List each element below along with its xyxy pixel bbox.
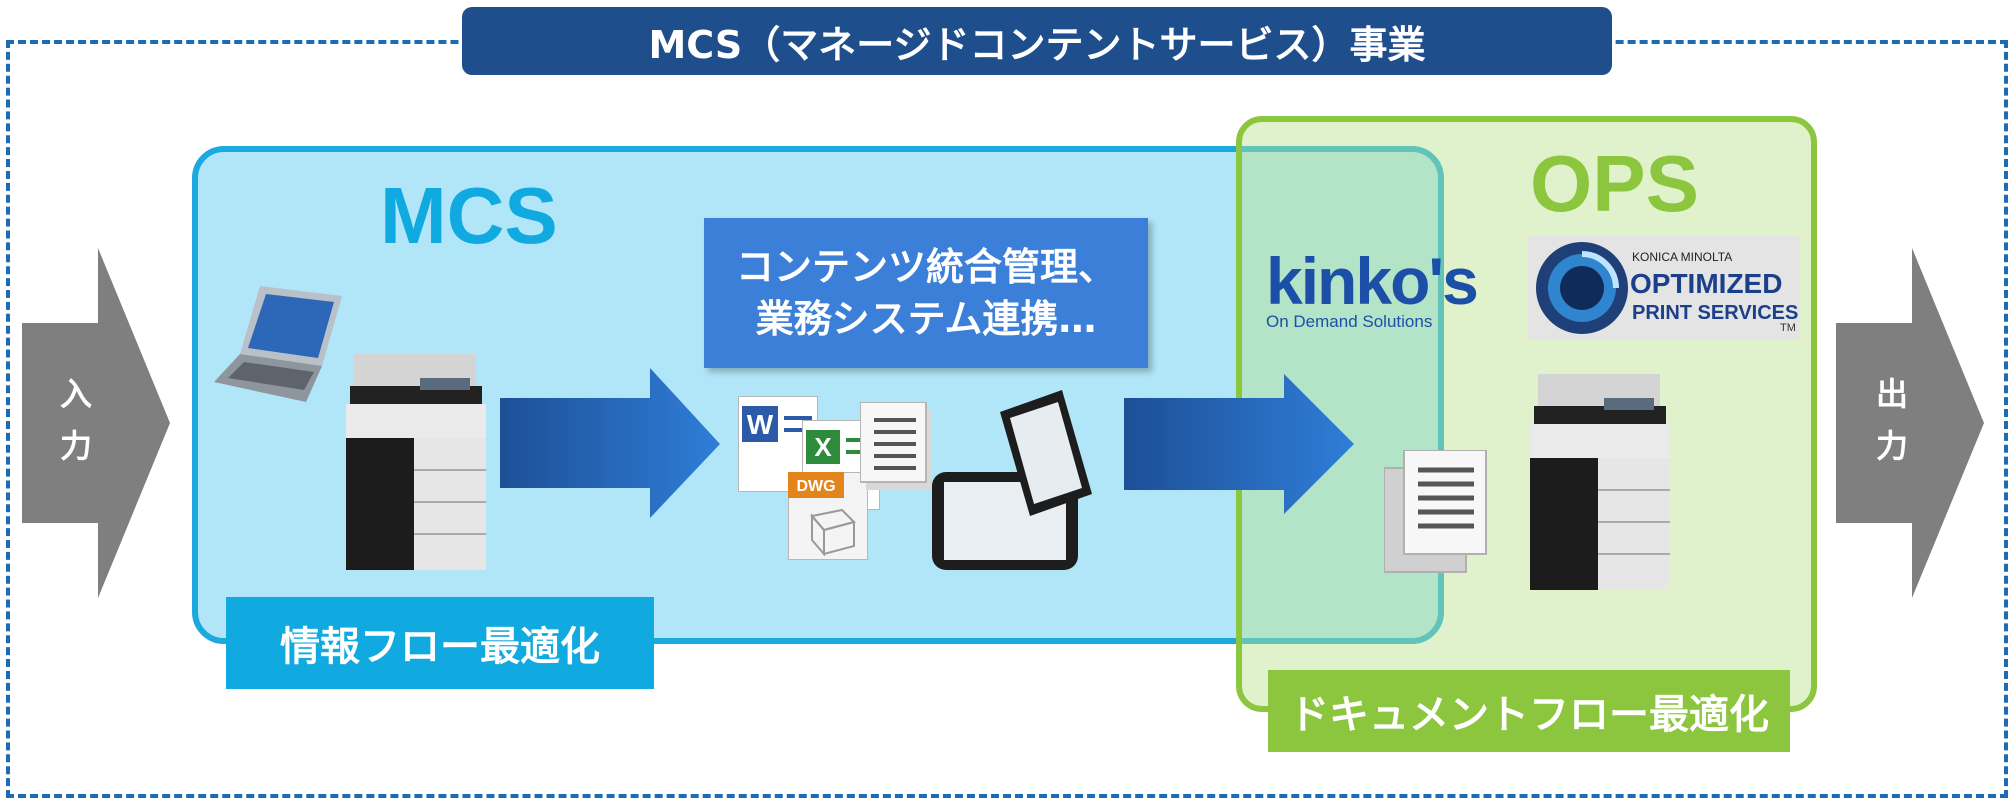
- ops-emblem-icon: [1536, 242, 1628, 334]
- input-label-char-2: 力: [59, 427, 92, 465]
- flow-arrow-1: [500, 368, 720, 518]
- input-arrow: [22, 248, 170, 598]
- input-label-char-1: 入: [59, 375, 92, 413]
- page-title: MCS（マネージドコンテントサービス）事業: [462, 7, 1612, 75]
- konica-optimized-text: OPTIMIZED: [1630, 268, 1783, 299]
- text-document-icon: [1384, 450, 1487, 573]
- content-integration-box: コンテンツ統合管理、 業務システム連携…: [704, 218, 1148, 368]
- input-label: 入 力: [36, 368, 116, 472]
- ops-heading: OPS: [1530, 139, 1699, 228]
- kinkos-logo: kinko's On Demand Solutions: [1266, 244, 1488, 332]
- kinkos-name: kinko's: [1266, 244, 1479, 318]
- text-document-icon: [860, 402, 932, 490]
- svg-text:X: X: [814, 432, 832, 462]
- dwg-file-icon: DWG: [788, 472, 868, 560]
- konica-print-services-text: PRINT SERVICES: [1632, 302, 1799, 324]
- smartphone-icon: [1000, 390, 1092, 516]
- laptop-icon: [214, 286, 342, 402]
- content-line-1: コンテンツ統合管理、: [735, 245, 1116, 289]
- output-label-char-1: 出: [1875, 375, 1908, 413]
- output-label-char-2: 力: [1875, 427, 1908, 465]
- output-label: 出 力: [1852, 368, 1932, 472]
- content-line-2: 業務システム連携…: [755, 297, 1097, 341]
- svg-text:W: W: [747, 409, 774, 440]
- kinkos-tagline: On Demand Solutions: [1266, 312, 1433, 331]
- multifunction-printer-icon: [1530, 374, 1670, 590]
- konica-tm-text: TM: [1780, 322, 1796, 334]
- dwg-badge-text: DWG: [796, 478, 835, 495]
- ops-region: [1236, 116, 1817, 712]
- output-arrow: [1836, 248, 1984, 598]
- info-flow-label: 情報フロー最適化: [226, 597, 654, 689]
- document-flow-label: ドキュメントフロー最適化: [1268, 670, 1790, 752]
- flow-arrow-2: [1124, 374, 1354, 514]
- multifunction-printer-icon: [346, 354, 486, 570]
- mcs-heading: MCS: [380, 171, 558, 260]
- konica-brand-text: KONICA MINOLTA: [1632, 250, 1733, 264]
